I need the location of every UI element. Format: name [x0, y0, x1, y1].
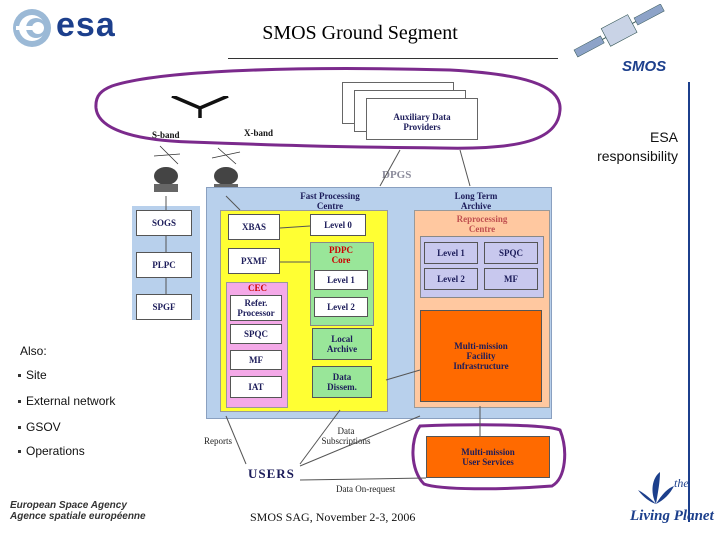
living-planet-logo: the Living Planet [628, 466, 714, 530]
also-heading: Also: [20, 344, 47, 358]
data-subscriptions-label: Data Subscriptions [321, 426, 371, 446]
refer-processor-box: Refer. Processor [230, 295, 282, 321]
title-underline [228, 58, 558, 59]
level1-box: Level 1 [314, 270, 368, 290]
pdpc-core-label: PDPC Core [329, 245, 353, 265]
also-item-operations: Operations [18, 444, 85, 458]
right-vertical-line [688, 82, 690, 522]
spqc-left-box: SPQC [230, 324, 282, 344]
xbas-box: XBAS [228, 214, 280, 240]
also-item-label: GSOV [26, 420, 61, 434]
antennas [153, 96, 241, 192]
also-item-external-network: External network [18, 394, 115, 408]
spgf-box: SPGF [136, 294, 192, 320]
x-band-label: X-band [244, 128, 274, 138]
also-item-label: Site [26, 368, 47, 382]
level0-box: Level 0 [310, 214, 366, 236]
aux-providers-label: Auxiliary Data Providers [393, 112, 451, 132]
dish-left-icon [153, 145, 181, 192]
bullet-icon [18, 400, 21, 404]
fast-processing-label: Fast Processing Centre [300, 191, 360, 211]
data-dissem-box: Data Dissem. [312, 366, 372, 398]
bullet-icon [18, 426, 21, 430]
aux-stack: Auxiliary Data Providers [342, 82, 482, 142]
sogs-box: SOGS [136, 210, 192, 236]
responsibility-note: ESA responsibility [520, 128, 678, 166]
pxmf-box: PXMF [228, 248, 280, 274]
esa-logo: esa [6, 6, 136, 50]
also-item-site: Site [18, 368, 47, 382]
mf-left-box: MF [230, 350, 282, 370]
reports-label: Reports [204, 436, 232, 446]
smos-logo: SMOS [566, 3, 676, 78]
bullet-icon [18, 374, 21, 378]
s-band-label: S-band [152, 130, 180, 140]
page-title: SMOS Ground Segment [262, 22, 458, 44]
mm-facility-box: Multi-mission Facility Infrastructure [420, 310, 542, 402]
leaf-icon [638, 472, 674, 504]
esa-swirl-icon [13, 9, 51, 47]
bullet-icon [18, 450, 21, 454]
agency-name-fr: Agence spatiale européenne [10, 511, 146, 522]
users-label: USERS [248, 466, 295, 481]
long-term-archive-label: Long Term Archive [454, 191, 498, 211]
also-item-label: External network [26, 394, 116, 408]
dpgs-label: DPGS [382, 169, 412, 181]
responsibility-line-1: ESA responsibility [597, 129, 678, 164]
satellite-small-icon [171, 96, 229, 118]
cec-label: CEC [248, 283, 268, 293]
esa-logo-text: esa [56, 6, 116, 44]
mm-user-services-box: Multi-mission User Services [426, 436, 550, 478]
agency-name-en: European Space Agency [10, 500, 127, 511]
smos-logo-text: SMOS [622, 58, 667, 75]
plpc-box: PLPC [136, 252, 192, 278]
re-level1-box: Level 1 [424, 242, 478, 264]
local-archive-box: Local Archive [312, 328, 372, 360]
agency-name: European Space Agency Agence spatiale eu… [10, 500, 170, 522]
footer-event: SMOS SAG, November 2-3, 2006 [250, 510, 416, 524]
living-planet-text: Living Planet [630, 508, 714, 524]
re-level2-box: Level 2 [424, 268, 478, 290]
reprocessing-label: Reprocessing Centre [456, 214, 508, 234]
also-item-gsov: GSOV [18, 420, 61, 434]
living-planet-the: the [674, 476, 689, 490]
re-mf-box: MF [484, 268, 538, 290]
satellite-icon [573, 3, 665, 58]
iat-box: IAT [230, 376, 282, 398]
re-spqc-box: SPQC [484, 242, 538, 264]
data-on-request-label: Data On-request [336, 484, 396, 494]
level2-box: Level 2 [314, 297, 368, 317]
also-item-label: Operations [26, 444, 85, 458]
